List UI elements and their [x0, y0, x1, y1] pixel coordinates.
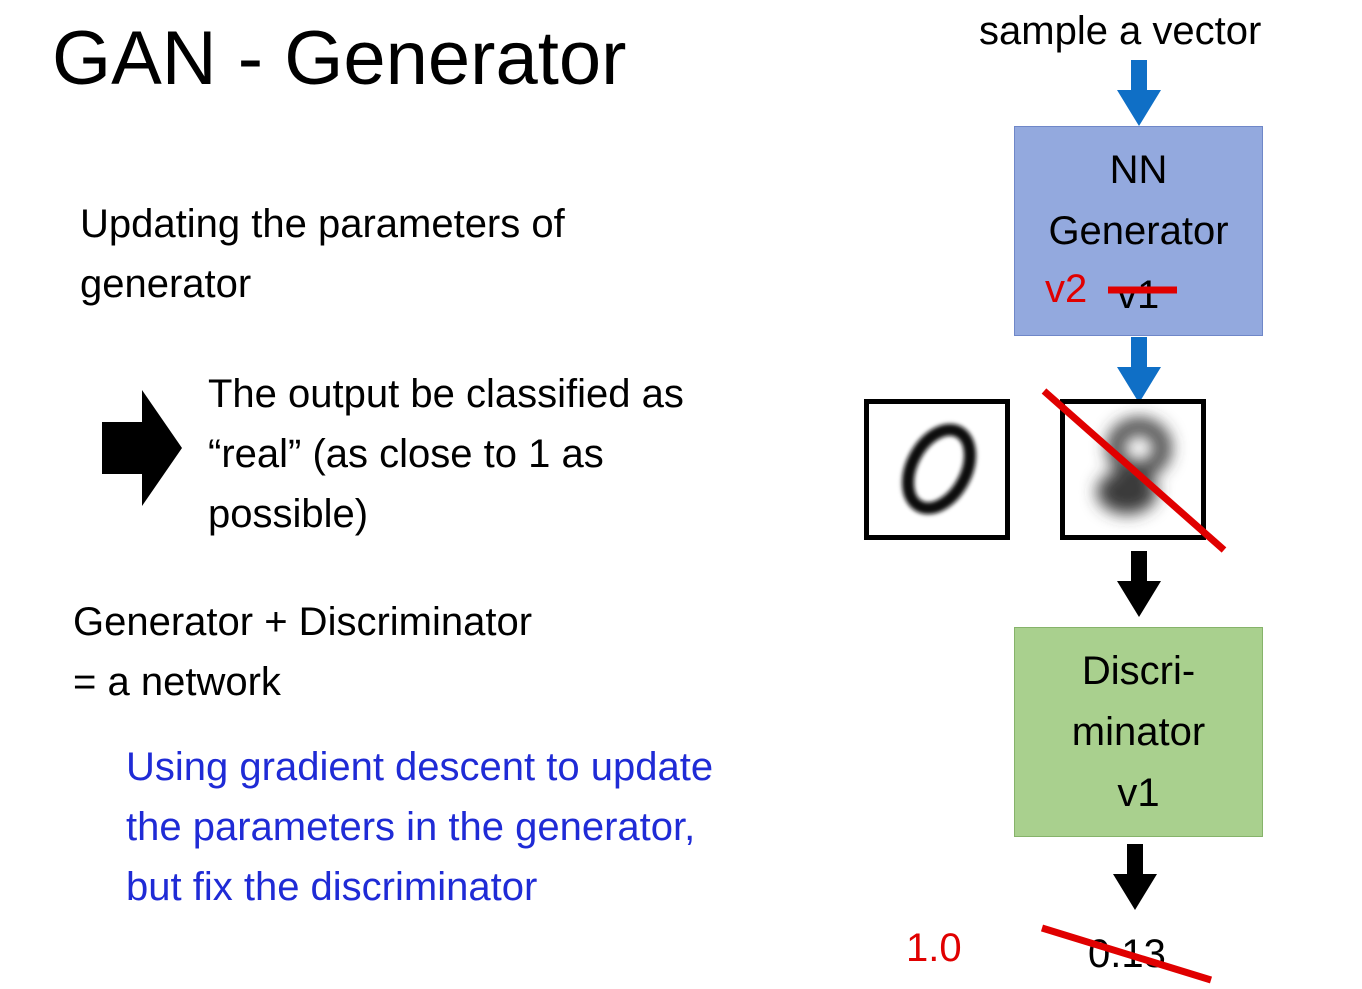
result-text-line-1: The output be classified as — [208, 372, 684, 416]
down-arrow-icon — [1113, 844, 1157, 910]
generator-label-line-2: Generator — [1048, 208, 1229, 253]
result-text-line-3: possible) — [208, 492, 369, 536]
blurry-generated-digit-image — [1060, 399, 1206, 540]
combo-text-line-2: = a network — [73, 660, 281, 704]
slide-title: GAN - Generator — [52, 16, 627, 101]
note-text-line-3: but fix the discriminator — [126, 865, 538, 909]
discriminator-box: Discri- minator v1 — [1014, 627, 1263, 837]
generator-old-version: v1 — [1117, 272, 1160, 317]
old-score: 0.13 — [1088, 932, 1166, 976]
handwritten-zero-image — [864, 399, 1010, 540]
discriminator-label-line-2: minator — [1071, 709, 1206, 754]
combo-text-line-1: Generator + Discriminator — [73, 600, 533, 644]
input-label: sample a vector — [979, 9, 1262, 53]
generator-new-version: v2 — [1045, 266, 1088, 311]
down-arrow-icon — [1117, 337, 1161, 403]
discriminator-label-line-1: Discri- — [1081, 648, 1196, 693]
generator-box: NN Generator v2 v1 — [1014, 126, 1263, 336]
update-text-line-1: Updating the parameters of — [80, 202, 565, 246]
right-arrow-icon — [102, 390, 182, 506]
generator-label-line-1: NN — [1109, 147, 1168, 192]
new-score: 1.0 — [906, 926, 962, 970]
down-arrow-icon — [1117, 60, 1161, 126]
down-arrow-icon — [1117, 551, 1161, 617]
update-text-line-2: generator — [80, 262, 252, 306]
note-text-line-1: Using gradient descent to update — [126, 745, 714, 789]
generator-version-row: v2 v1 — [1015, 262, 1262, 323]
result-text-line-2: “real” (as close to 1 as — [208, 432, 604, 476]
discriminator-label-line-3: v1 — [1117, 770, 1160, 815]
note-text-line-2: the parameters in the generator, — [126, 805, 696, 849]
